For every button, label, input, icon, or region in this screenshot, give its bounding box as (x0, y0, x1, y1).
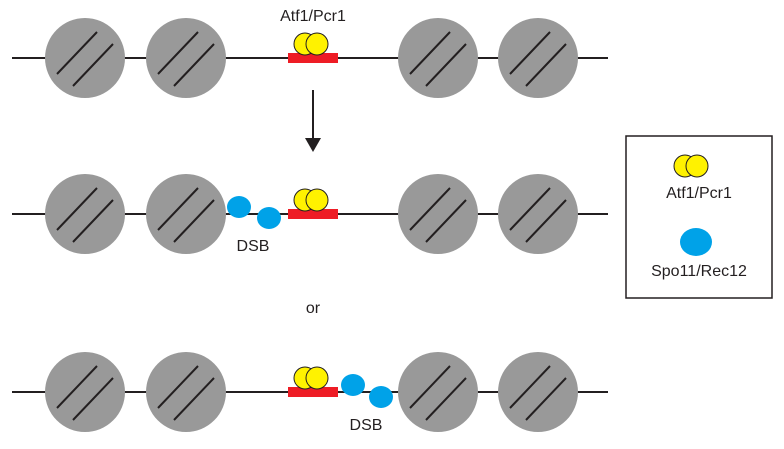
binding-site (288, 387, 338, 397)
spo11-rec12 (341, 374, 365, 396)
legend-spo-label: Spo11/Rec12 (651, 263, 747, 280)
spo11-rec12 (227, 196, 251, 218)
nucleosome (44, 173, 126, 255)
row-initial: Atf1/Pcr1 (12, 8, 608, 99)
dsb-label: DSB (350, 417, 383, 434)
atf1-pcr1-complex (293, 32, 329, 56)
factor-label: Atf1/Pcr1 (280, 8, 346, 25)
nucleosome (44, 17, 126, 99)
nucleosome (497, 351, 579, 433)
legend-factor-label: Atf1/Pcr1 (666, 185, 732, 202)
nucleosome (145, 351, 227, 433)
transition-arrow (305, 90, 321, 152)
row-dsb-right: DSB (12, 351, 608, 434)
spo11-rec12-legend-icon (680, 228, 712, 256)
row-dsb-left: DSB (12, 173, 608, 255)
nucleosome (497, 17, 579, 99)
spo11-rec12 (257, 207, 281, 229)
dsb-label: DSB (237, 238, 270, 255)
atf1-pcr1-complex (293, 188, 329, 212)
atf1-pcr1-complex (293, 366, 329, 390)
nucleosome (397, 351, 479, 433)
nucleosome (397, 17, 479, 99)
nucleosome (145, 173, 227, 255)
nucleosome (145, 17, 227, 99)
nucleosome (397, 173, 479, 255)
nucleosome (44, 351, 126, 433)
or-label: or (306, 300, 321, 317)
spo11-rec12 (369, 386, 393, 408)
binding-site (288, 53, 338, 63)
atf1-pcr1-legend-icon (673, 154, 709, 178)
nucleosome (497, 173, 579, 255)
binding-site (288, 209, 338, 219)
legend: Atf1/Pcr1 Spo11/Rec12 (625, 135, 773, 299)
